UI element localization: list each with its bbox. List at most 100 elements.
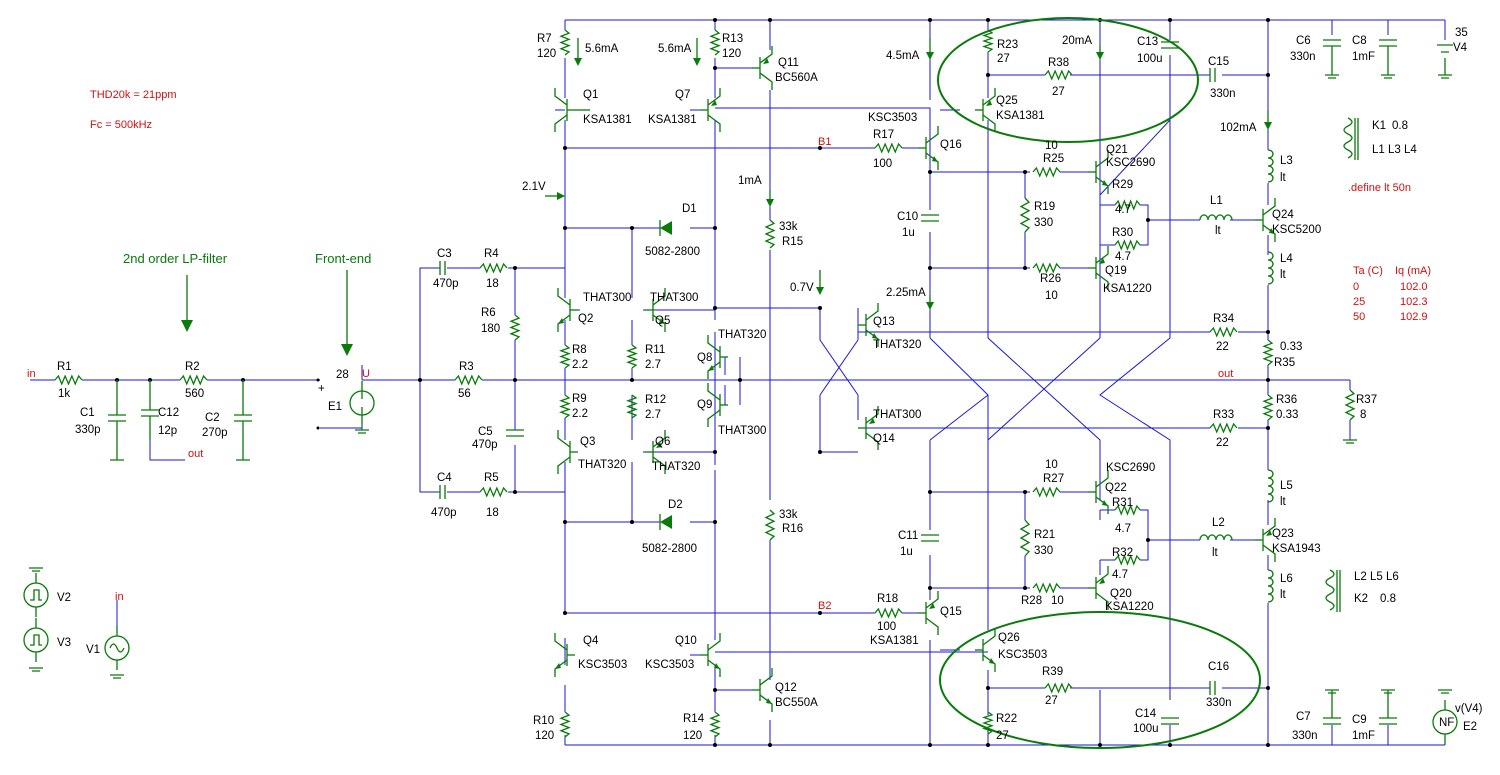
q8-transistor [707,335,728,379]
q19-name: Q19 [1105,265,1127,277]
r4-resistor [479,262,508,274]
q7-transistor [700,88,721,132]
r27-name: R27 [1043,473,1064,485]
q8-value: THAT320 [718,329,766,341]
r18-name: R18 [877,593,898,605]
temp-table-ta-2: 50 [1353,311,1365,323]
v4-name: V4 [1453,42,1468,54]
c9-value: 1mF [1352,730,1375,742]
r21-name: R21 [1034,529,1055,541]
v3-source [23,618,49,662]
q11-name: Q11 [778,57,799,69]
r19-resistor [1019,197,1031,233]
r32-value: 4.7 [1112,569,1128,581]
c10-name: C10 [897,211,918,223]
r6-resistor [509,314,521,341]
q20-name: Q20 [1110,588,1132,600]
voltage-q13: 0.7V [790,282,814,294]
r30-name: R30 [1112,227,1133,239]
c7-name: C7 [1296,711,1311,723]
q9-name: Q9 [697,399,712,411]
define-note: .define lt 50n [1348,182,1411,194]
q21-name: Q21 [1106,144,1128,156]
q15-value: KSA1381 [870,635,919,647]
r29-value: 4.7 [1115,204,1131,216]
r27-value: 10 [1045,459,1058,471]
r8-resistor [559,344,571,369]
temp-table-iq-1: 102.3 [1400,296,1428,308]
r5-resistor [479,486,508,498]
q20-value: KSA1220 [1105,601,1154,613]
current-q24: 102mA [1220,122,1257,134]
q26-name: Q26 [998,632,1020,644]
v2-source [23,573,49,617]
r18-value: 100 [877,621,896,633]
l3-inductor [1267,149,1274,183]
r7-value: 120 [537,48,556,60]
c15-name: C15 [1208,56,1229,68]
r14-value: 120 [683,730,702,742]
c14-value: 100u [1133,723,1159,735]
component-symbols: NF [23,29,1458,744]
r10-resistor [559,711,571,738]
e1-plus: + [318,383,325,395]
q22-transistor [1088,470,1109,514]
q13-name: Q13 [873,316,895,328]
r12-name: R12 [645,394,666,406]
r8-name: R8 [572,344,587,356]
r30-value: 4.7 [1115,251,1131,263]
q19-transistor [1088,246,1109,290]
l6-name: L6 [1280,573,1293,585]
d2-value: 5082-2800 [642,543,697,555]
c11-value: 1u [900,546,913,558]
q24-transistor [1255,198,1276,242]
q20-transistor [1088,566,1109,610]
c14-capacitor [1161,717,1179,725]
r35-value: 0.33 [1280,341,1302,353]
l2-inductor [1199,534,1233,541]
current-r15: 1mA [738,175,762,187]
q10-value: KSC3503 [645,659,694,671]
e2-source: NF [1432,700,1458,744]
c2-capacitor [234,380,252,461]
l1-inductor [1199,214,1233,221]
q23-name: Q23 [1272,528,1294,540]
r2-resistor [179,374,208,386]
c7-capacitor [1323,717,1341,725]
l2-value: lt [1212,547,1219,559]
r13-value: 120 [722,48,741,60]
q4-value: KSC3503 [578,659,627,671]
r37-resistor [1344,389,1356,421]
q9-transistor [707,383,728,427]
c5-capacitor [506,429,524,437]
v4-value: 35 [1455,27,1468,39]
c2-name: C2 [205,412,220,424]
r7-name: R7 [537,33,552,45]
q5-transistor [645,288,666,332]
r28-value: 10 [1051,595,1064,607]
q1-value: KSA1381 [583,114,632,126]
c3-name: C3 [437,248,452,260]
d1-value: 5082-2800 [645,246,700,258]
c2-value: 270p [202,427,228,439]
r33-resistor [1209,422,1238,434]
r9-value: 2.2 [572,408,588,420]
fc-note: Fc = 500kHz [90,119,152,131]
r32-resistor [1114,554,1141,566]
c11-name: C11 [898,530,918,542]
r2-value: 560 [185,388,204,400]
coupling-cores [1325,117,1359,612]
junctions [115,18,1270,747]
c5-name: C5 [478,426,493,438]
r27-resistor [1032,486,1061,498]
c12-value: 12p [158,425,177,437]
net-u: U [362,368,370,380]
q8-name: Q8 [697,352,712,364]
c3-capacitor [439,261,446,275]
r31-resistor [1114,504,1141,516]
r4-name: R4 [484,248,499,260]
r15-value: 33k [779,221,798,233]
q15-name: Q15 [940,606,962,618]
c15-capacitor [1209,68,1216,82]
r10-name: R10 [533,715,554,727]
